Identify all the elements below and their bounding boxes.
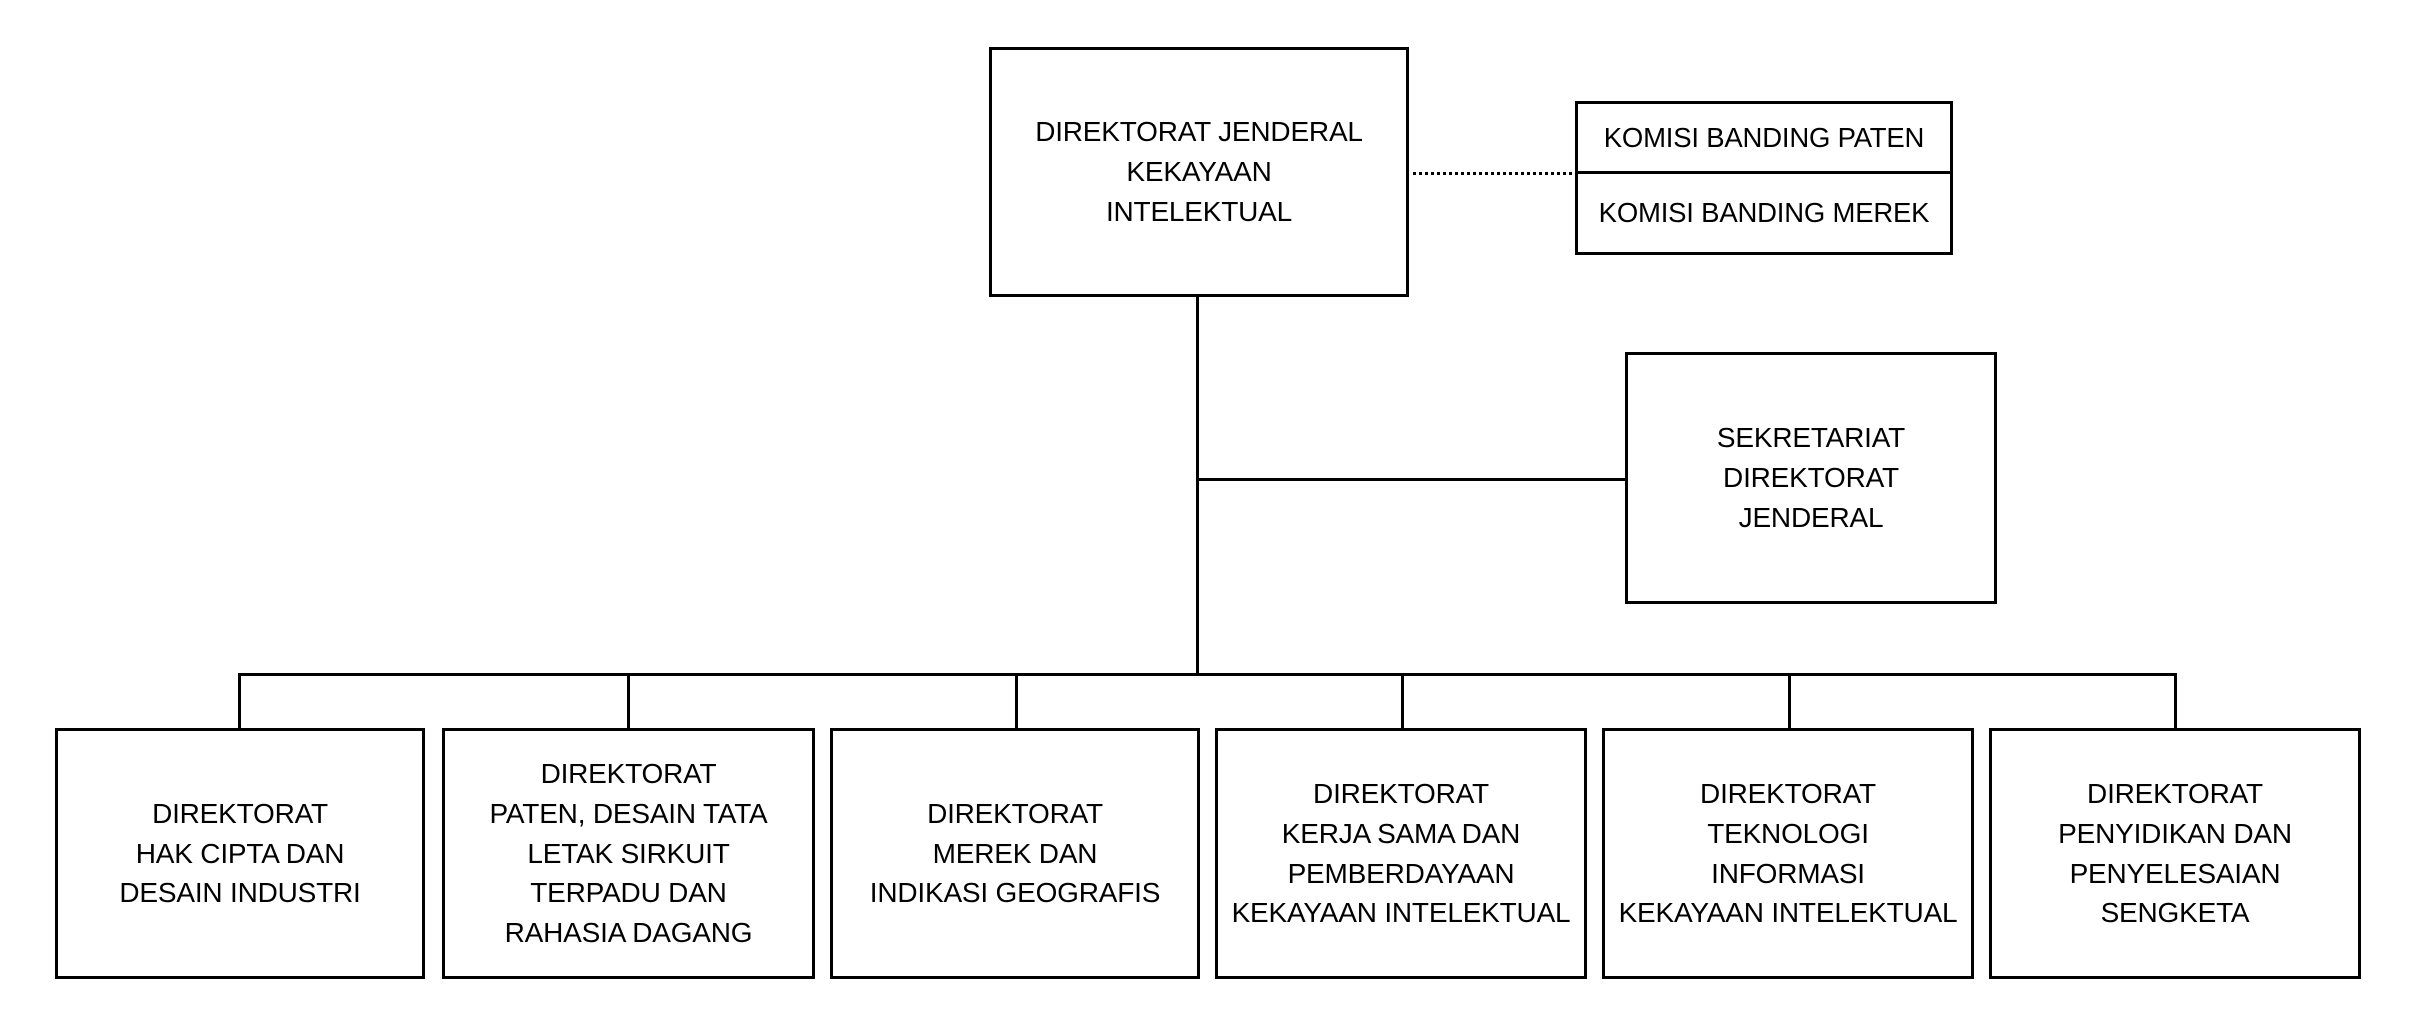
drop-connector-1 <box>238 673 241 731</box>
directorate-label-4: DIREKTORAT KERJA SAMA DAN PEMBERDAYAAN K… <box>1231 778 1571 929</box>
directorate-box-3: DIREKTORAT MEREK DAN INDIKASI GEOGRAFIS <box>830 728 1200 979</box>
directorate-label-5: DIREKTORAT TEKNOLOGI INFORMASI KEKAYAAN … <box>1618 778 1958 929</box>
directorate-box-5: DIREKTORAT TEKNOLOGI INFORMASI KEKAYAAN … <box>1602 728 1974 979</box>
director-general-box: DIREKTORAT JENDERAL KEKAYAAN INTELEKTUAL <box>989 47 1409 297</box>
directorate-label-3: DIREKTORAT MEREK DAN INDIKASI GEOGRAFIS <box>869 797 1161 909</box>
secretariat-connector <box>1196 478 1627 481</box>
committee-box-patent: KOMISI BANDING PATEN <box>1575 101 1953 174</box>
director-general-label: DIREKTORAT JENDERAL KEKAYAAN INTELEKTUAL <box>1035 116 1363 227</box>
drop-connector-6 <box>2174 673 2177 731</box>
committee-label-trademark: KOMISI BANDING MEREK <box>1598 197 1930 229</box>
directorate-box-4: DIREKTORAT KERJA SAMA DAN PEMBERDAYAAN K… <box>1215 728 1587 979</box>
directorate-label-1: DIREKTORAT HAK CIPTA DAN DESAIN INDUSTRI <box>119 797 361 909</box>
trunk-connector <box>1196 294 1199 674</box>
directorate-label-2: DIREKTORAT PATEN, DESAIN TATA LETAK SIRK… <box>489 758 768 949</box>
drop-connector-2 <box>627 673 630 731</box>
directorate-box-6: DIREKTORAT PENYIDIKAN DAN PENYELESAIAN S… <box>1989 728 2361 979</box>
committee-box-trademark: KOMISI BANDING MEREK <box>1575 171 1953 255</box>
committee-label-patent: KOMISI BANDING PATEN <box>1603 121 1925 153</box>
directorate-label-6: DIREKTORAT PENYIDIKAN DAN PENYELESAIAN S… <box>2058 778 2292 929</box>
drop-connector-4 <box>1401 673 1404 731</box>
drop-connector-3 <box>1015 673 1018 731</box>
drop-connector-5 <box>1788 673 1791 731</box>
secretariat-label: SEKRETARIAT DIREKTORAT JENDERAL <box>1716 422 1906 533</box>
directorate-box-1: DIREKTORAT HAK CIPTA DAN DESAIN INDUSTRI <box>55 728 425 979</box>
advisory-dotted-connector <box>1406 172 1578 175</box>
directorates-bus-connector <box>238 673 2175 676</box>
secretariat-box: SEKRETARIAT DIREKTORAT JENDERAL <box>1625 352 1997 604</box>
directorate-box-2: DIREKTORAT PATEN, DESAIN TATA LETAK SIRK… <box>442 728 815 979</box>
